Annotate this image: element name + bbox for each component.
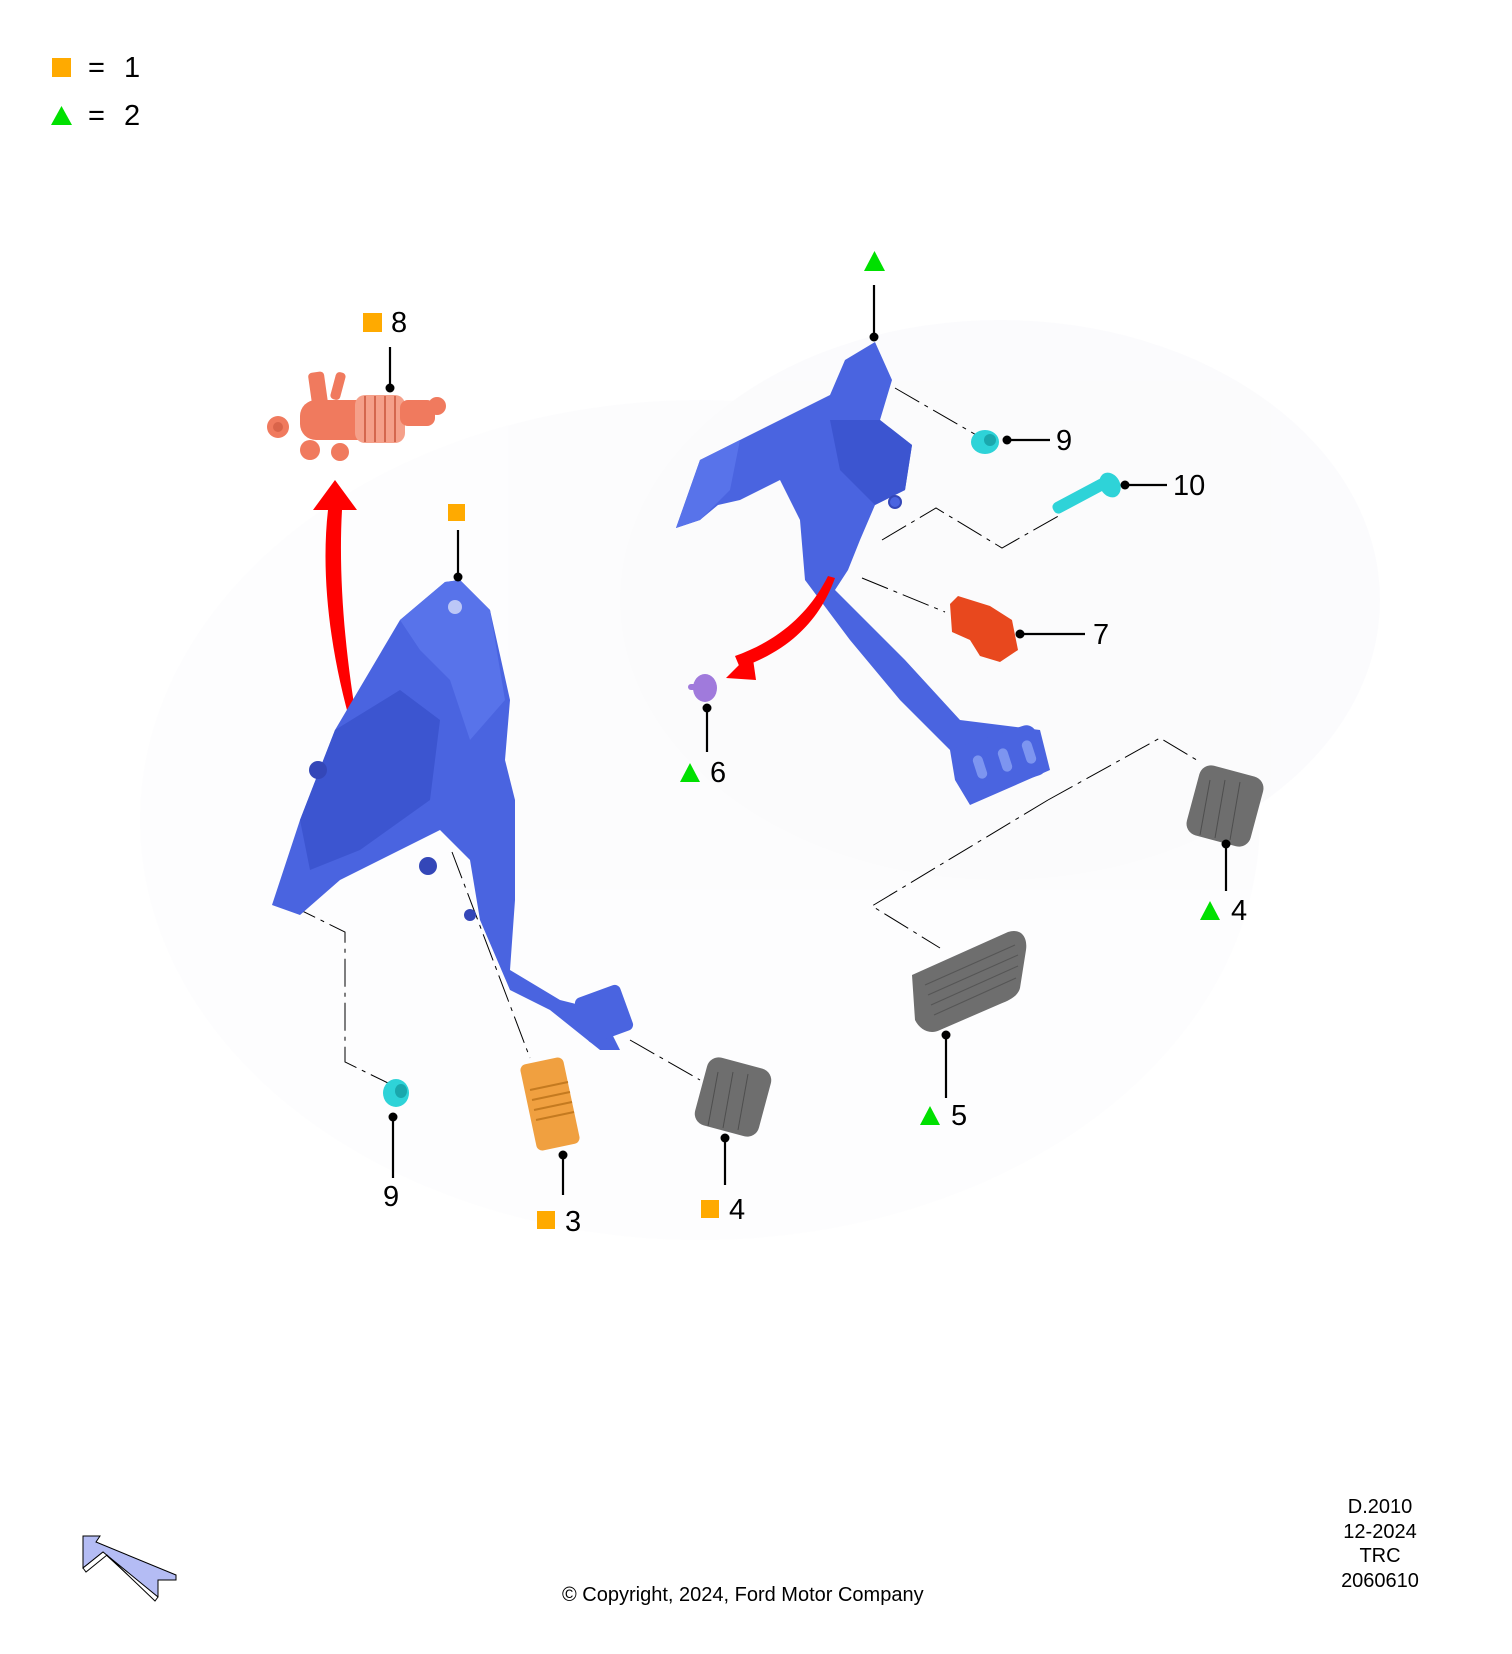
triangle-marker-right-assembly	[864, 251, 885, 271]
drawing-info-block: D.2010 12-2024 TRC 2060610	[1330, 1495, 1430, 1593]
switch-part-7	[950, 596, 1018, 662]
triangle-marker-6	[680, 763, 700, 782]
motion-arrow-curved-icon	[726, 576, 835, 680]
callout-label-5: 5	[951, 1100, 968, 1132]
drawing-date: 12-2024	[1343, 1520, 1417, 1543]
leader-lines	[385, 285, 1231, 1195]
drawing-number: 2060610	[1341, 1569, 1419, 1592]
motion-arrow-up-icon	[313, 480, 358, 728]
clip-part-9-left	[383, 1079, 409, 1107]
square-marker-left-assembly	[448, 504, 465, 521]
drawing-code: D.2010	[1347, 1496, 1413, 1518]
callout-label-4-left: 4	[729, 1194, 746, 1226]
legend-square-marker	[52, 58, 71, 77]
clutch-master-cylinder-part-8	[267, 371, 446, 461]
legend-value-1: 1	[124, 52, 141, 84]
callout-label-6: 6	[710, 757, 727, 789]
callout-label-7: 7	[1093, 619, 1110, 651]
legend	[51, 58, 72, 125]
assembly-lines	[289, 387, 1201, 1086]
pedal-pad-part-4-right	[1186, 765, 1264, 847]
callout-label-4-right: 4	[1231, 895, 1248, 927]
legend-equals-2: =	[88, 100, 105, 132]
callout-label-9-right: 9	[1056, 425, 1073, 457]
pedal-pad-part-5	[912, 930, 1027, 1032]
bolt-part-10	[1052, 472, 1121, 514]
legend-equals-1: =	[88, 52, 105, 84]
legend-value-2: 2	[124, 100, 141, 132]
square-marker-3	[537, 1211, 555, 1229]
spring-part-3	[520, 1057, 580, 1151]
right-pedal-assembly-bracket	[676, 342, 1050, 805]
bumper-part-6	[688, 674, 717, 702]
triangle-marker-4-right	[1200, 901, 1220, 920]
view-direction-arrow-icon	[82, 1535, 178, 1602]
triangle-marker-5	[920, 1106, 940, 1125]
clip-part-9-right	[971, 430, 999, 454]
left-pedal-assembly-bracket	[272, 580, 634, 1050]
callout-label-9-left: 9	[383, 1181, 400, 1213]
square-marker-8	[363, 313, 382, 332]
legend-triangle-marker	[51, 106, 72, 125]
callout-label-10: 10	[1173, 470, 1206, 502]
drawing-region: TRC	[1359, 1545, 1401, 1567]
callout-markers	[363, 251, 1220, 1229]
callout-label-3: 3	[565, 1206, 582, 1238]
copyright-notice: © Copyright, 2024, Ford Motor Company	[562, 1584, 924, 1606]
pedal-pad-part-4-left	[694, 1057, 772, 1137]
callout-label-8: 8	[391, 307, 408, 339]
square-marker-4-left	[701, 1200, 719, 1218]
